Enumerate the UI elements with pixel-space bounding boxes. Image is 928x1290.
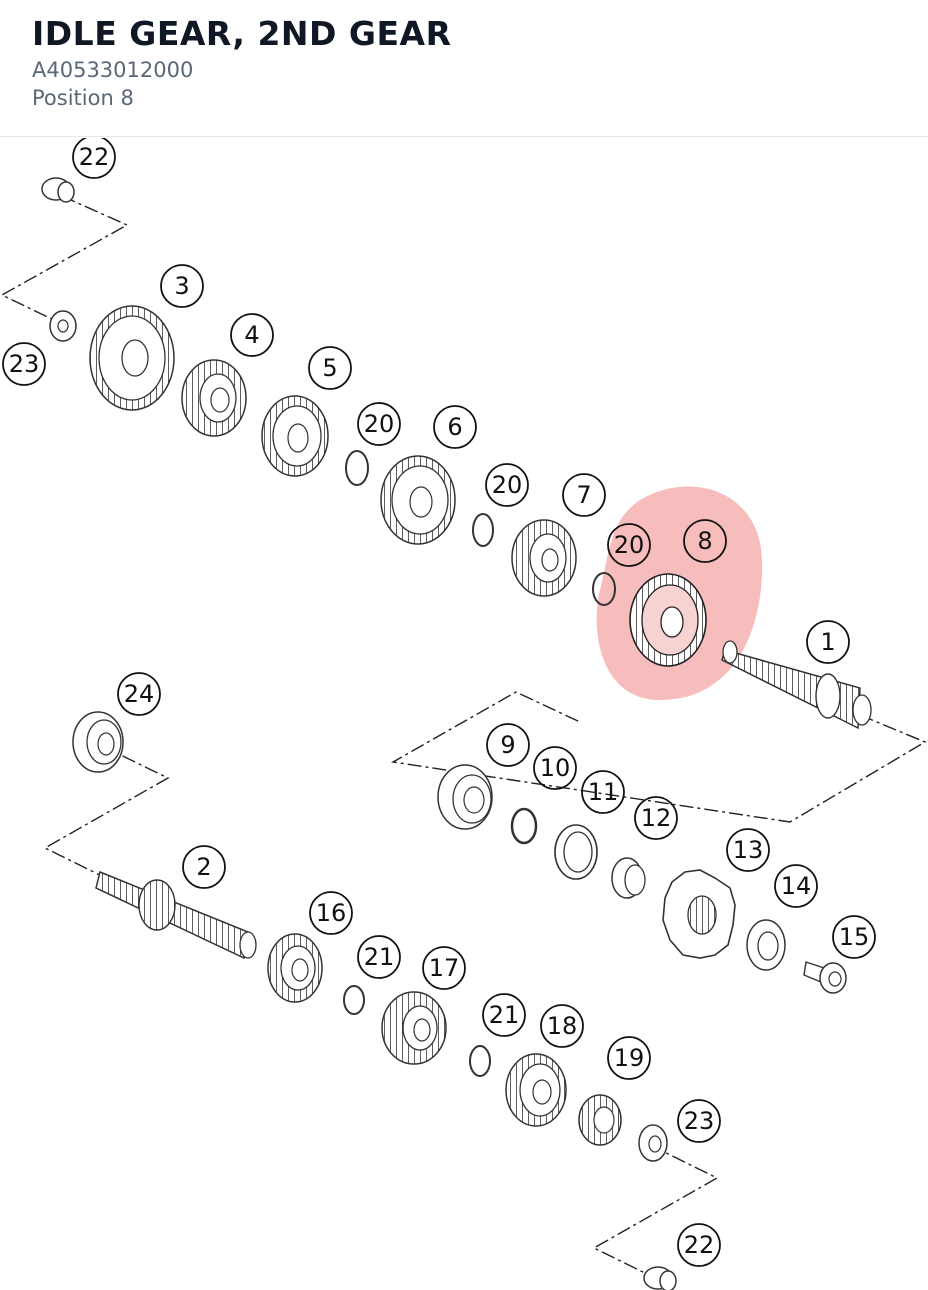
callout-11[interactable]: 11 [581,770,625,814]
assembly-lines [0,195,927,1279]
callout-4[interactable]: 4 [230,313,274,357]
part-23-washer-top[interactable] [49,310,77,342]
part-1-main-shaft[interactable] [721,640,872,730]
callout-number: 5 [322,354,337,382]
callout-23[interactable]: 23 [677,1099,721,1143]
callout-number: 20 [492,471,523,499]
callout-14[interactable]: 14 [774,864,818,908]
callout-20[interactable]: 20 [357,402,401,446]
callout-number: 21 [364,943,395,971]
part-10-o-ring[interactable] [510,807,538,845]
callout-8[interactable]: 8 [683,519,727,563]
callout-21[interactable]: 21 [357,935,401,979]
part-position: Position 8 [32,86,134,110]
callout-number: 12 [641,804,672,832]
callout-24[interactable]: 24 [117,672,161,716]
callout-21[interactable]: 21 [482,993,526,1037]
callout-number: 14 [781,872,812,900]
callout-number: 13 [733,836,764,864]
part-20-circlip-c[interactable] [592,572,616,606]
callout-10[interactable]: 10 [533,746,577,790]
callout-22[interactable]: 22 [72,138,116,179]
callout-number: 20 [614,531,645,559]
callout-12[interactable]: 12 [634,796,678,840]
callout-number: 20 [364,410,395,438]
callout-9[interactable]: 9 [486,723,530,767]
callout-number: 4 [244,321,259,349]
callout-number: 22 [79,143,110,171]
part-23-washer-bottom[interactable] [638,1124,668,1162]
callout-number: 19 [614,1044,645,1072]
part-3-gear[interactable] [89,305,175,411]
callout-number: 10 [540,754,571,782]
callout-number: 1 [820,628,835,656]
callout-number: 6 [447,413,462,441]
callout-15[interactable]: 15 [832,915,876,959]
callout-18[interactable]: 18 [540,1004,584,1048]
callout-number: 9 [500,731,515,759]
part-6-gear[interactable] [380,455,456,545]
callout-3[interactable]: 3 [160,264,204,308]
part-15-collar-screw[interactable] [803,961,847,994]
callout-17[interactable]: 17 [422,946,466,990]
callout-number: 3 [174,272,189,300]
callout-number: 8 [697,527,712,555]
part-22-bushing-bottom[interactable] [643,1266,677,1290]
callout-number: 24 [124,680,155,708]
callout-7[interactable]: 7 [562,473,606,517]
callout-5[interactable]: 5 [308,346,352,390]
part-12-spacer-sleeve[interactable] [611,857,646,899]
part-8-idle-gear-2nd[interactable] [629,573,707,667]
part-17-gear[interactable] [381,991,447,1065]
part-21-circlip-a[interactable] [343,985,365,1015]
callout-number: 21 [489,1001,520,1029]
part-14-washer[interactable] [746,919,786,971]
callout-number: 23 [9,350,40,378]
part-7-gear[interactable] [511,519,577,597]
callout-number: 7 [576,481,591,509]
callout-1[interactable]: 1 [806,620,850,664]
callout-16[interactable]: 16 [309,891,353,935]
part-24-bearing[interactable] [72,711,124,773]
part-title: IDLE GEAR, 2ND GEAR [32,14,452,53]
callout-6[interactable]: 6 [433,405,477,449]
part-11-shaft-seal[interactable] [554,824,598,880]
callout-13[interactable]: 13 [726,828,770,872]
part-2-countershaft[interactable] [95,870,257,960]
part-5-gear[interactable] [261,395,329,477]
callout-number: 22 [684,1231,715,1259]
part-13-sprocket[interactable] [662,869,736,959]
part-19-gear[interactable] [578,1094,622,1146]
callout-number: 17 [429,954,460,982]
callout-23[interactable]: 23 [2,342,46,386]
part-16-gear[interactable] [267,933,323,1003]
callout-number: 23 [684,1107,715,1135]
callout-number: 2 [196,853,211,881]
exploded-diagram: 22 23 3 4 5 20 6 20 7 20 8 1 24 9 10 11 12 2 13 14 15 16 21 17 2… [0,138,927,1290]
part-number: A40533012000 [32,58,194,82]
part-20-circlip-b[interactable] [472,513,494,547]
callout-19[interactable]: 19 [607,1036,651,1080]
callout-number: 11 [588,778,619,806]
part-18-gear[interactable] [505,1053,567,1127]
callout-number: 15 [839,923,870,951]
callout-2[interactable]: 2 [182,845,226,889]
callout-number: 16 [316,899,347,927]
part-9-bearing[interactable] [437,764,493,830]
callout-number: 18 [547,1012,578,1040]
part-21-circlip-b[interactable] [469,1045,491,1077]
part-header: IDLE GEAR, 2ND GEAR A40533012000 Positio… [0,0,928,137]
callout-20[interactable]: 20 [485,463,529,507]
part-20-circlip-a[interactable] [345,450,369,486]
part-4-gear[interactable] [181,359,247,437]
callout-22[interactable]: 22 [677,1223,721,1267]
part-22-bushing-top[interactable] [41,177,75,203]
callout-layer: 22 23 3 4 5 20 6 20 7 20 8 1 24 9 10 11 12 2 13 14 15 16 21 17 2… [2,138,876,1267]
callout-20[interactable]: 20 [607,523,651,567]
